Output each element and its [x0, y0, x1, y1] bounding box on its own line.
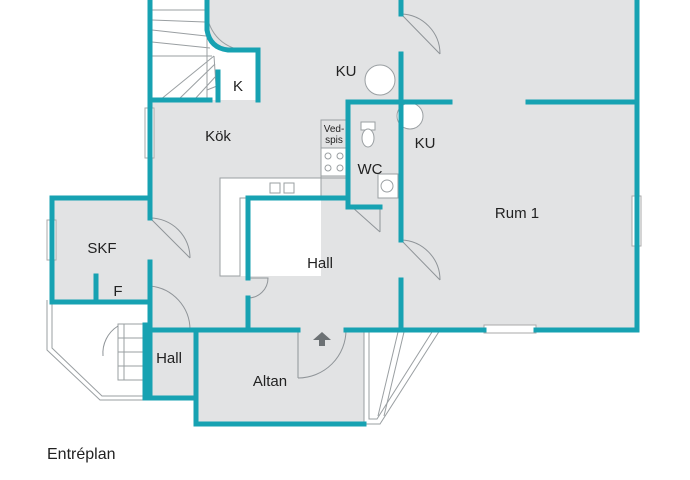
plan-caption: Entréplan [47, 446, 116, 463]
room-label-hall-left: Hall [156, 350, 182, 367]
stove-burner-icon [324, 164, 332, 172]
sink-left [269, 182, 281, 194]
kitchen-counter [219, 119, 349, 277]
room-label-ku-top: KU [336, 63, 357, 80]
hall-left-floor [150, 330, 196, 398]
door-swing [400, 239, 441, 281]
skf-floor [52, 198, 150, 302]
room-label-altan: Altan [253, 373, 287, 390]
window [483, 324, 537, 334]
stove-burner-icon [336, 164, 344, 172]
stove-burner-icon [336, 152, 344, 160]
room-label-vedspis-1: Ved- [324, 124, 345, 135]
balcony-railing [363, 329, 441, 425]
ku-top-circle [364, 64, 396, 96]
door-swing [297, 329, 347, 379]
room-label-ku-right: KU [415, 135, 436, 152]
room-labels: KU K Kök Ved- spis WC KU Rum 1 SKF F Hal… [87, 63, 539, 390]
altan-floor [196, 328, 364, 423]
toilet-bowl-icon [361, 128, 375, 148]
room-label-f: F [113, 283, 122, 300]
walls [49, 0, 640, 427]
door-swing [247, 277, 269, 299]
sink-right [283, 182, 295, 194]
stove-burner-icon [324, 152, 332, 160]
stove-top [320, 147, 348, 177]
room-label-rum1: Rum 1 [495, 205, 539, 222]
room-label-k: K [233, 78, 243, 95]
room-label-wc: WC [358, 161, 383, 178]
room-label-vedspis-2: spis [325, 135, 343, 146]
door-swing [149, 217, 191, 259]
porch-outline [46, 300, 145, 401]
kitchen-island [220, 178, 321, 276]
entrance-arrow-icon [313, 332, 331, 346]
stair-well [152, 0, 258, 100]
doors [149, 13, 441, 379]
door-swing [351, 206, 381, 233]
room-label-kok: Kök [205, 128, 231, 145]
washbasin-icon [377, 173, 399, 199]
room-label-skf: SKF [87, 240, 116, 257]
door-swing [400, 13, 441, 55]
door-swing [149, 285, 191, 331]
room-label-hall-center: Hall [307, 255, 333, 272]
floor-areas [52, 0, 637, 423]
